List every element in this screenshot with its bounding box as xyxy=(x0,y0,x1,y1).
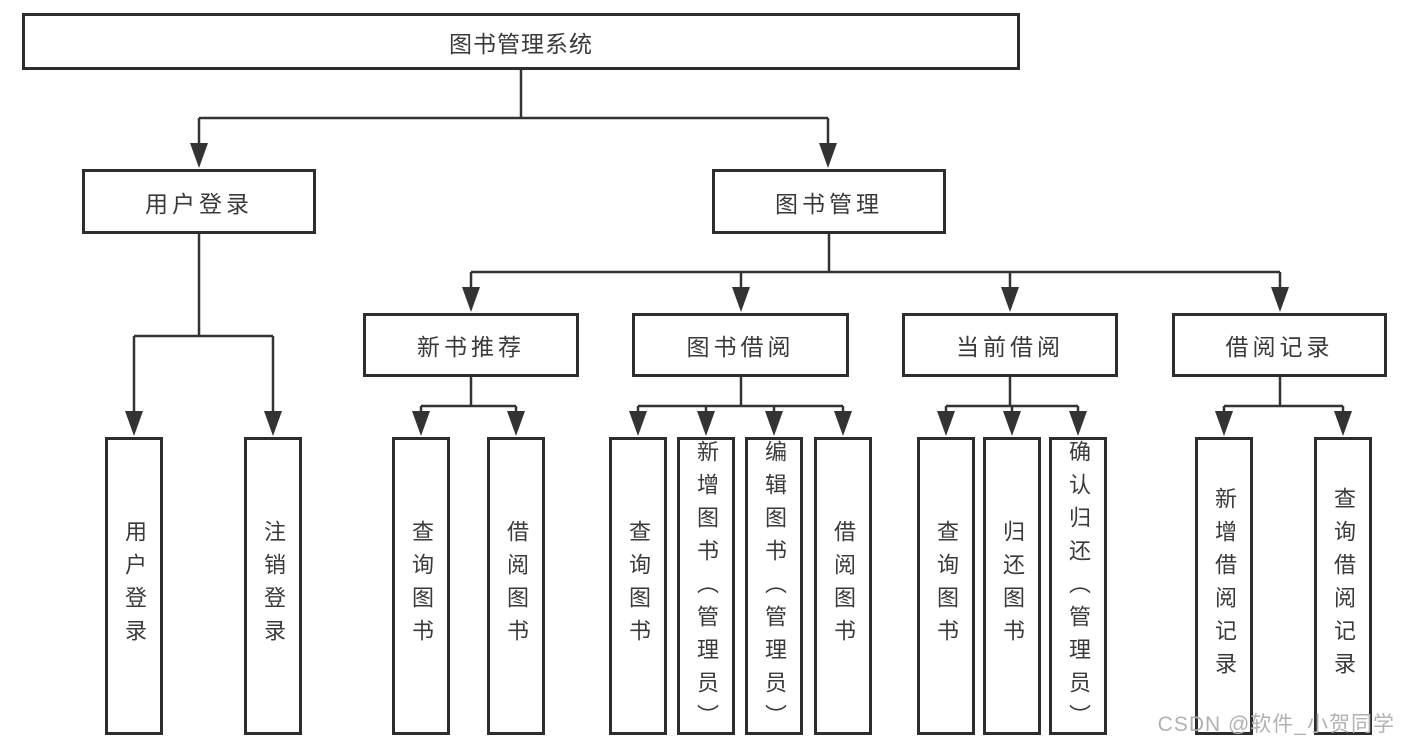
leaf-return-books-label: 归还图书 xyxy=(1000,520,1025,652)
leaf-query-books-borrow-label: 查询图书 xyxy=(626,520,651,652)
node-borrow-records: 借阅记录 xyxy=(1172,313,1387,377)
node-book-borrow: 图书借阅 xyxy=(632,313,849,377)
leaf-query-books-current: 查询图书 xyxy=(917,437,975,735)
leaf-add-books-admin-label: 新增图书（管理员） xyxy=(694,440,719,737)
leaf-confirm-return-admin: 确认归还（管理员） xyxy=(1049,437,1107,737)
node-new-book-recommend-label: 新书推荐 xyxy=(417,334,525,360)
node-library-management-system: 图书管理系统 xyxy=(22,13,1020,70)
leaf-query-books-recommend: 查询图书 xyxy=(392,437,450,735)
leaf-borrow-books-recommend-label: 借阅图书 xyxy=(504,520,529,652)
leaf-borrow-books-borrow: 借阅图书 xyxy=(814,437,872,735)
leaf-query-borrow-record: 查询借阅记录 xyxy=(1314,437,1372,735)
node-book-management: 图书管理 xyxy=(712,169,946,234)
leaf-edit-books-admin: 编辑图书（管理员） xyxy=(745,437,803,737)
leaf-return-books: 归还图书 xyxy=(983,437,1041,735)
node-new-book-recommend: 新书推荐 xyxy=(363,313,579,377)
leaf-query-books-borrow: 查询图书 xyxy=(609,437,667,735)
leaf-add-borrow-record-label: 新增借阅记录 xyxy=(1212,487,1237,685)
leaf-query-books-recommend-label: 查询图书 xyxy=(409,520,434,652)
node-current-borrow: 当前借阅 xyxy=(902,313,1118,377)
leaf-query-borrow-record-label: 查询借阅记录 xyxy=(1331,487,1356,685)
leaf-borrow-books-borrow-label: 借阅图书 xyxy=(831,520,856,652)
leaf-confirm-return-admin-label: 确认归还（管理员） xyxy=(1066,440,1091,737)
node-library-management-system-label: 图书管理系统 xyxy=(449,30,593,57)
node-book-borrow-label: 图书借阅 xyxy=(686,334,795,360)
node-borrow-records-label: 借阅记录 xyxy=(1225,334,1334,360)
node-current-borrow-label: 当前借阅 xyxy=(956,334,1064,360)
leaf-edit-books-admin-label: 编辑图书（管理员） xyxy=(762,440,787,737)
node-user-login-label: 用户登录 xyxy=(145,190,253,217)
leaf-user-login: 用户登录 xyxy=(105,437,163,735)
leaf-logout-login-label: 注销登录 xyxy=(261,520,286,652)
csdn-watermark: CSDN @软件_小贺同学 xyxy=(1157,713,1395,736)
node-user-login: 用户登录 xyxy=(82,169,316,234)
leaf-add-books-admin: 新增图书（管理员） xyxy=(677,437,735,737)
leaf-query-books-current-label: 查询图书 xyxy=(934,520,959,652)
node-book-management-label: 图书管理 xyxy=(775,190,883,217)
leaf-borrow-books-recommend: 借阅图书 xyxy=(487,437,545,735)
leaf-user-login-label: 用户登录 xyxy=(122,520,147,652)
leaf-add-borrow-record: 新增借阅记录 xyxy=(1195,437,1253,735)
leaf-logout-login: 注销登录 xyxy=(244,437,302,735)
